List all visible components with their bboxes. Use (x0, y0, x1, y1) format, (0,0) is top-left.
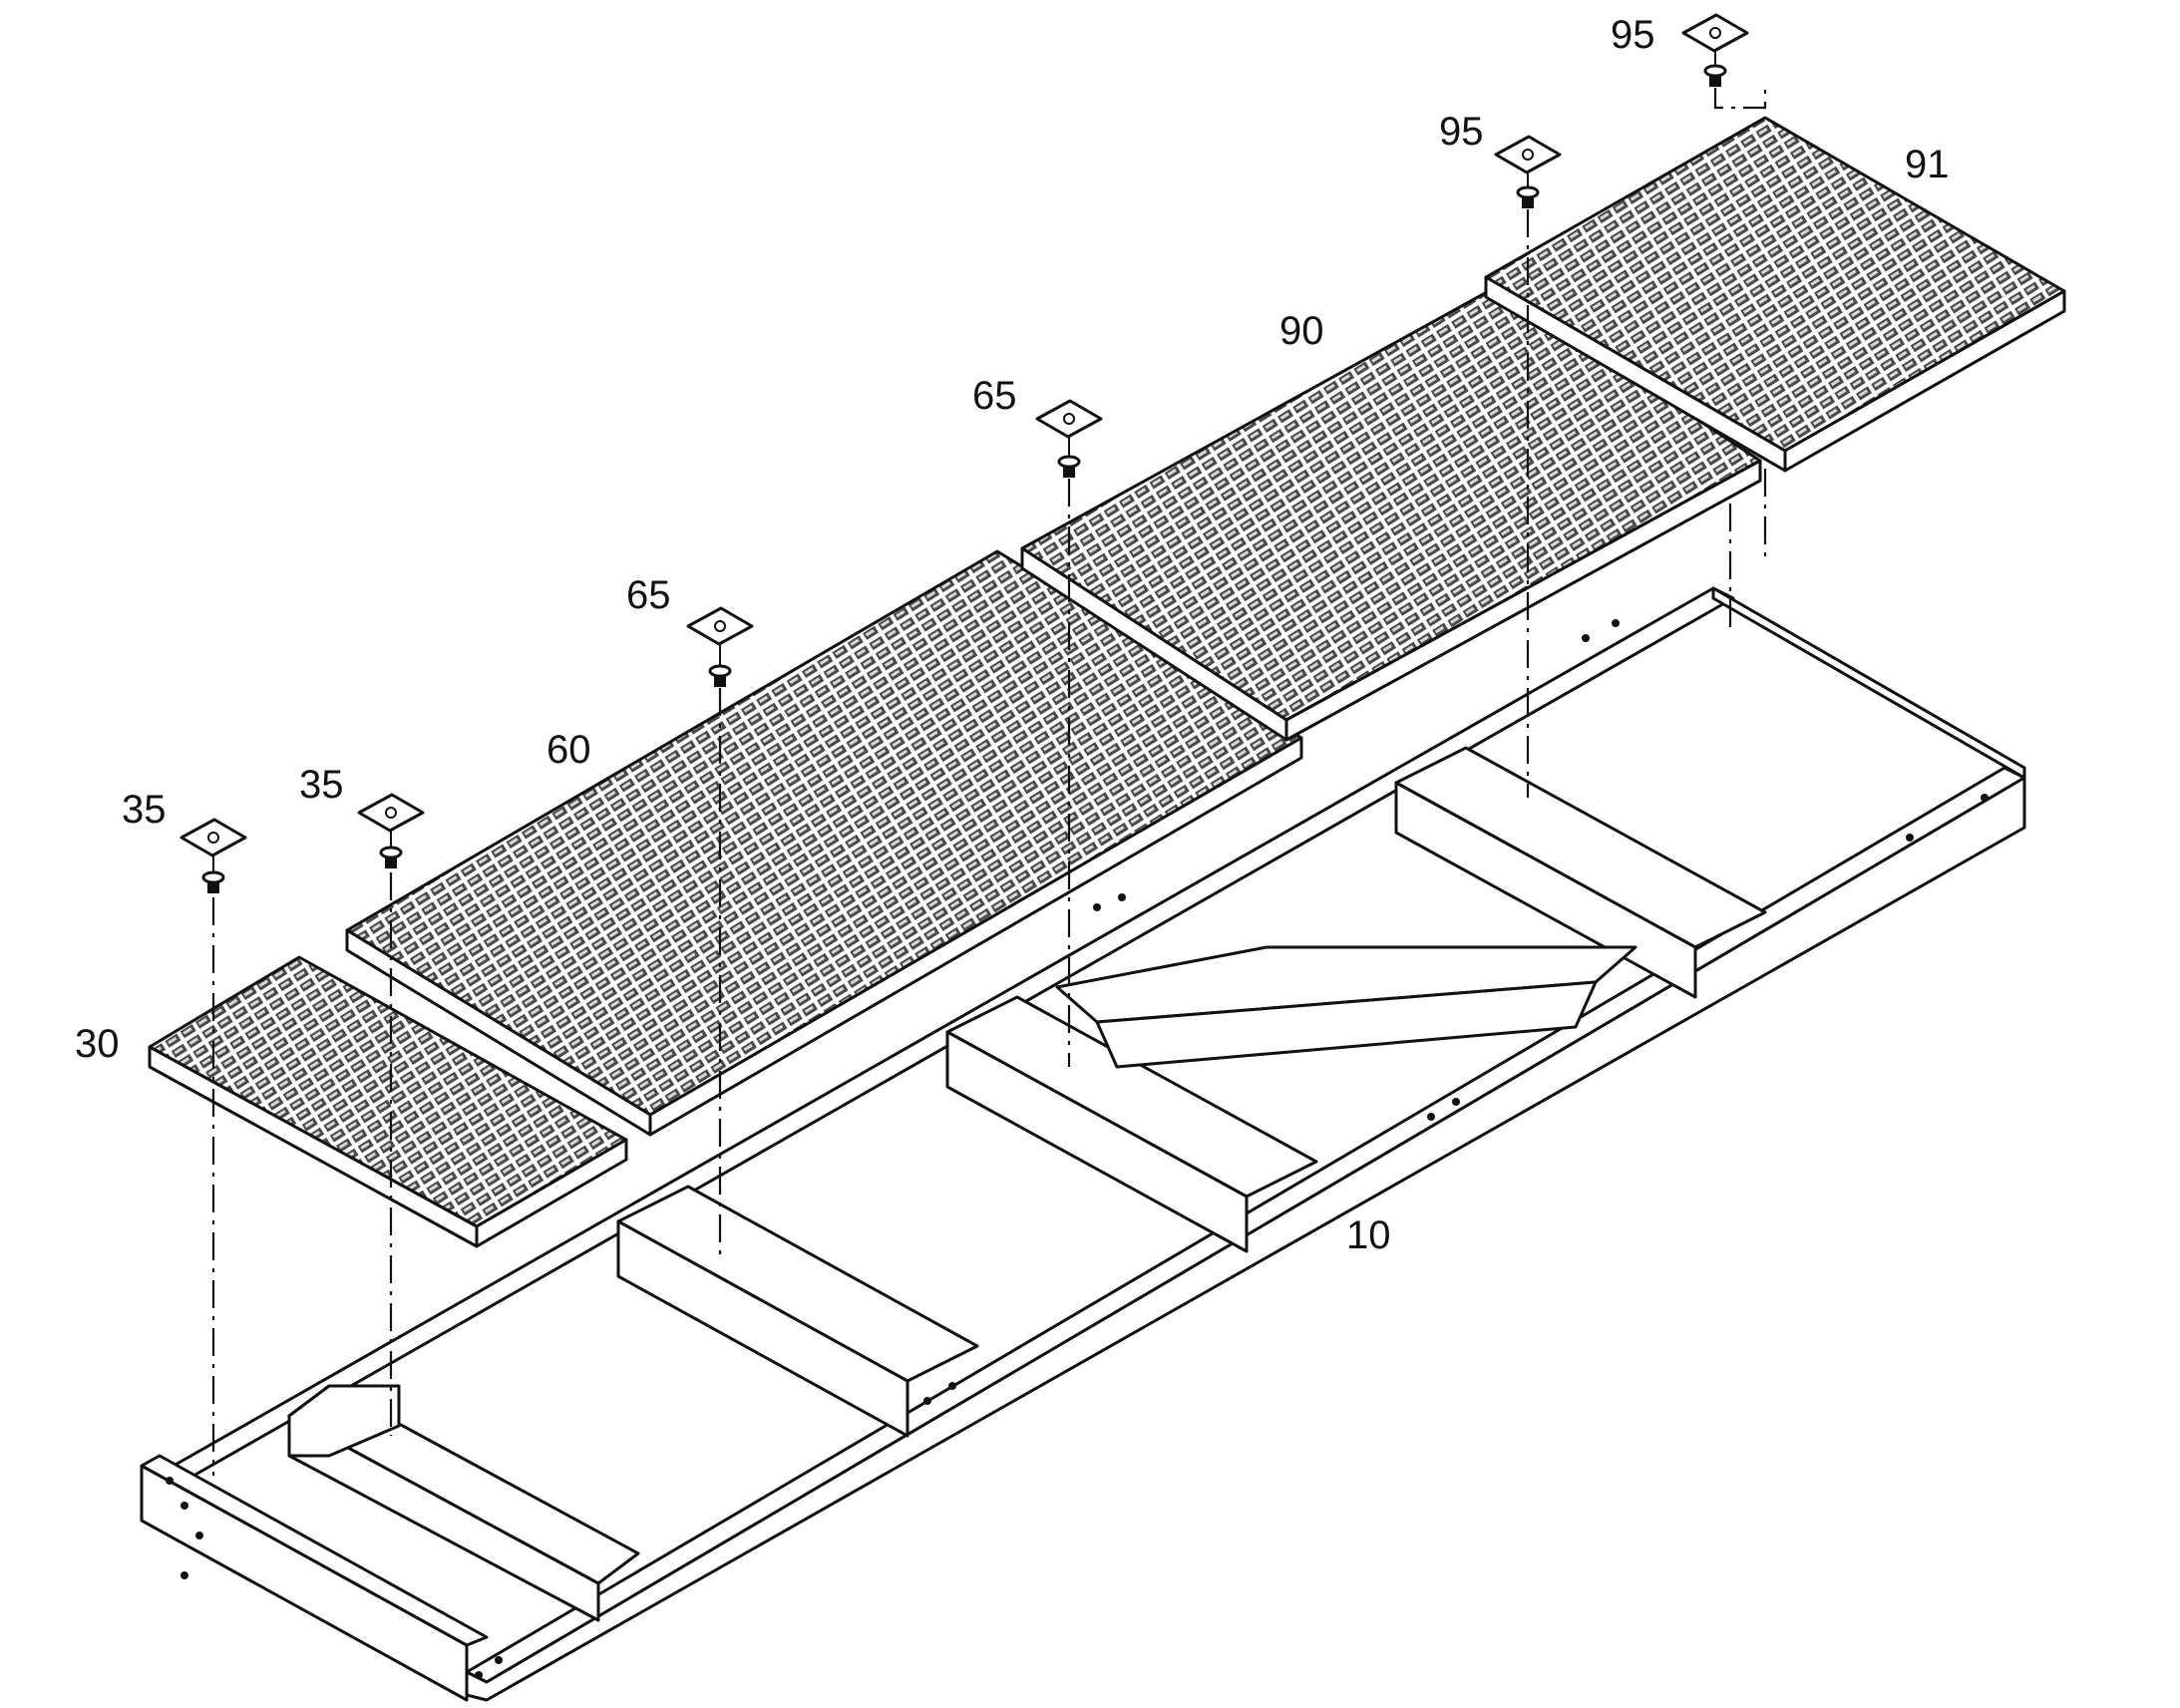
label-grate-30: 30 (75, 1022, 120, 1066)
base-frame (140, 586, 2026, 1702)
grating-panel-91 (1484, 116, 2066, 473)
label-frame-10: 10 (1346, 1213, 1391, 1257)
crossbeam-4 (1394, 746, 1767, 999)
frame-left-end-top (140, 1454, 489, 1647)
crossbeam-1 (287, 1384, 640, 1622)
label-fastener-35-b: 35 (299, 763, 344, 807)
fastener-65-b (1035, 399, 1103, 478)
fastener-35-b (357, 793, 425, 868)
grating-panel-30 (148, 955, 628, 1248)
fastener-95-b (1681, 13, 1749, 87)
crossbeam-2 (616, 1185, 979, 1438)
diagonal-brace-upper (1055, 945, 1637, 1024)
fastener-35-a (180, 818, 247, 893)
label-fastener-95-b: 95 (1611, 13, 1655, 57)
label-grate-91: 91 (1905, 143, 1950, 186)
label-grate-60: 60 (546, 728, 591, 772)
assembly-lines (211, 85, 1767, 1476)
label-fastener-35-a: 35 (122, 788, 167, 832)
frame-right-end (1711, 586, 2026, 780)
label-fastener-95-a: 95 (1439, 110, 1484, 154)
label-fastener-65-a: 65 (626, 573, 671, 617)
grating-panel-60 (345, 549, 1303, 1137)
diagonal-brace-lower (1095, 980, 1598, 1069)
label-fastener-65-b: 65 (972, 374, 1017, 418)
fastener-95-a (1494, 135, 1562, 208)
callout-labels: 10 30 35 35 60 65 65 90 91 95 95 (75, 13, 1950, 1257)
frame-holes (166, 619, 1989, 1679)
grating-panel-90 (1020, 285, 1762, 742)
crossbeam-3 (945, 995, 1318, 1253)
fastener-65-a (686, 606, 754, 687)
label-grate-90: 90 (1279, 309, 1324, 353)
